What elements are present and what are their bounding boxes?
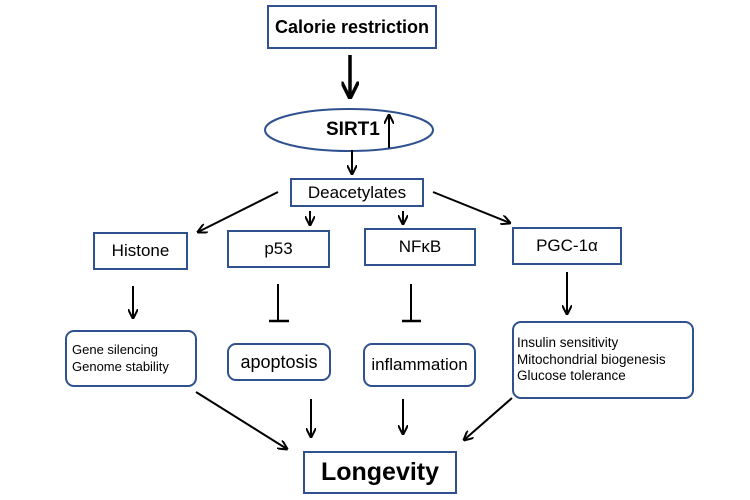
gene-effects-box: Gene silencing Genome stability — [65, 330, 197, 387]
arrow-deacetylates-to-histone — [198, 191, 279, 232]
arrow-deacetylates-to-pgc1a — [432, 191, 510, 223]
nfkb-box: NFκB — [364, 228, 476, 266]
sirt1-label: SIRT1 — [326, 119, 380, 140]
genome-stability-label: Genome stability — [72, 358, 169, 374]
p53-label: p53 — [264, 239, 293, 258]
inflammation-label: inflammation — [371, 355, 468, 374]
deacetylates-box: Deacetylates — [290, 178, 424, 207]
calorie-restriction-box: Calorie restriction — [267, 5, 437, 49]
insulin-sensitivity-label: Insulin sensitivity — [517, 334, 619, 350]
arrow-metabolic-effects-to-longevity — [464, 397, 513, 440]
p53-box: p53 — [227, 230, 330, 268]
metabolic-effects-box: Insulin sensitivity Mitochondrial biogen… — [512, 321, 694, 399]
calorie-restriction-label: Calorie restriction — [274, 16, 430, 37]
apoptosis-box: apoptosis — [227, 343, 331, 381]
histone-label: Histone — [111, 241, 170, 260]
apoptosis-label: apoptosis — [240, 351, 318, 372]
longevity-box: Longevity — [303, 451, 457, 494]
pgc1a-box: PGC-1α — [512, 227, 622, 265]
glucose-tolerance-label: Glucose tolerance — [517, 368, 626, 384]
arrow-gene-effects-to-longevity — [195, 391, 287, 449]
deacetylates-label: Deacetylates — [307, 182, 407, 202]
longevity-label: Longevity — [320, 458, 440, 486]
pgc1a-label: PGC-1α — [536, 236, 598, 255]
gene-silencing-label: Gene silencing — [72, 342, 158, 358]
histone-box: Histone — [93, 232, 188, 270]
inflammation-box: inflammation — [363, 343, 476, 387]
nfkb-label: NFκB — [398, 237, 442, 256]
mitochondrial-biogenesis-label: Mitochondrial biogenesis — [517, 351, 666, 367]
